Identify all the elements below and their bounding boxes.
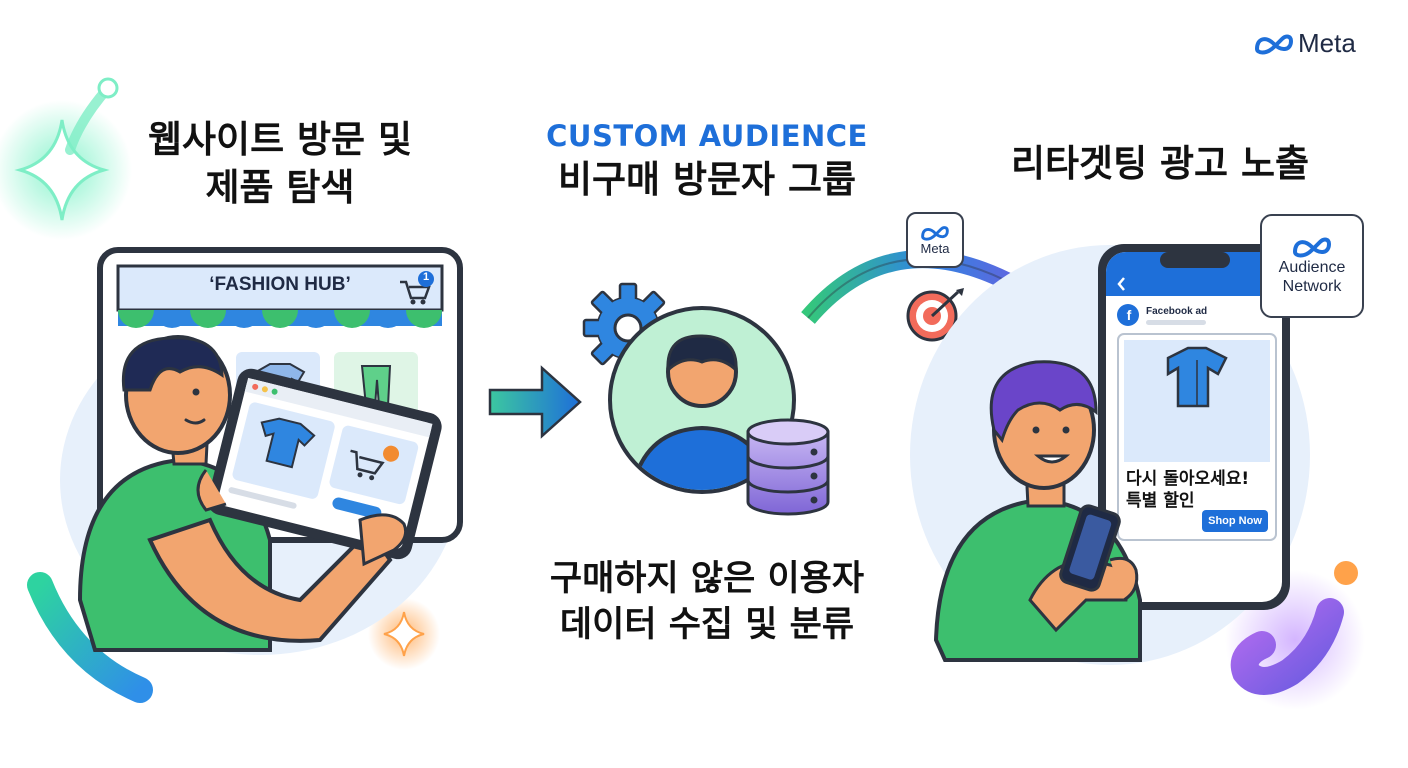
meta-wordmark: Meta	[1298, 28, 1356, 58]
step3-title: 리타겟팅 광고 노출	[1010, 142, 1310, 185]
custom-audience-label: CUSTOM AUDIENCE	[546, 119, 868, 153]
meta-infinity-icon	[1255, 34, 1293, 54]
tablet	[207, 368, 442, 560]
meta-infinity-icon-small	[921, 225, 949, 241]
step2-title-text: 비구매 방문자 그룹	[557, 158, 857, 201]
meta-infinity-icon-network	[1293, 237, 1331, 258]
decor-swoosh-left	[27, 572, 153, 703]
ad-source-label: Facebook ad	[1146, 306, 1208, 317]
step2-caption-line1: 구매하지 않은 이용자	[549, 559, 865, 599]
step2-caption-line2: 데이터 수집 및 분류	[559, 605, 855, 645]
ad-headline-line2: 특별 할인	[1126, 491, 1195, 511]
meta-logo: Meta	[1254, 28, 1356, 59]
ad-headline: 다시 돌아오세요! 특별 할인	[1126, 468, 1276, 512]
meta-badge: Meta	[906, 212, 964, 268]
step2-caption: 구매하지 않은 이용자 데이터 수집 및 분류	[520, 556, 894, 648]
step1-title-line1: 웹사이트 방문 및	[147, 118, 413, 161]
store-awning	[118, 310, 442, 328]
shop-now-button[interactable]: Shop Now	[1202, 510, 1268, 532]
audience-network-line1: Audience	[1278, 259, 1346, 276]
store-cart-icon	[400, 271, 434, 305]
database-icon	[746, 418, 830, 516]
audience-network-line2: Network	[1282, 278, 1342, 295]
step1-title: 웹사이트 방문 및 제품 탐색	[110, 116, 450, 212]
ad-headline-line1: 다시 돌아오세요!	[1126, 469, 1250, 489]
step1-illustration	[60, 247, 463, 655]
decor-sparkle-topleft	[0, 77, 132, 240]
decor-sparkle-orange	[368, 598, 440, 670]
facebook-icon: f	[1126, 307, 1132, 323]
cart-count-badge: 1	[422, 271, 430, 283]
step3-illustration	[910, 244, 1310, 665]
step2-title: CUSTOM AUDIENCE 비구매 방문자 그룹	[520, 116, 894, 204]
store-name: ‘FASHION HUB’	[209, 274, 351, 295]
target-icon	[906, 288, 964, 342]
audience-network-badge: Audience Network	[1260, 214, 1364, 318]
meta-badge-label: Meta	[920, 240, 950, 256]
step1-title-line2: 제품 탐색	[205, 166, 355, 209]
step2-illustration	[582, 282, 830, 516]
arrow-1-to-2	[488, 365, 582, 439]
